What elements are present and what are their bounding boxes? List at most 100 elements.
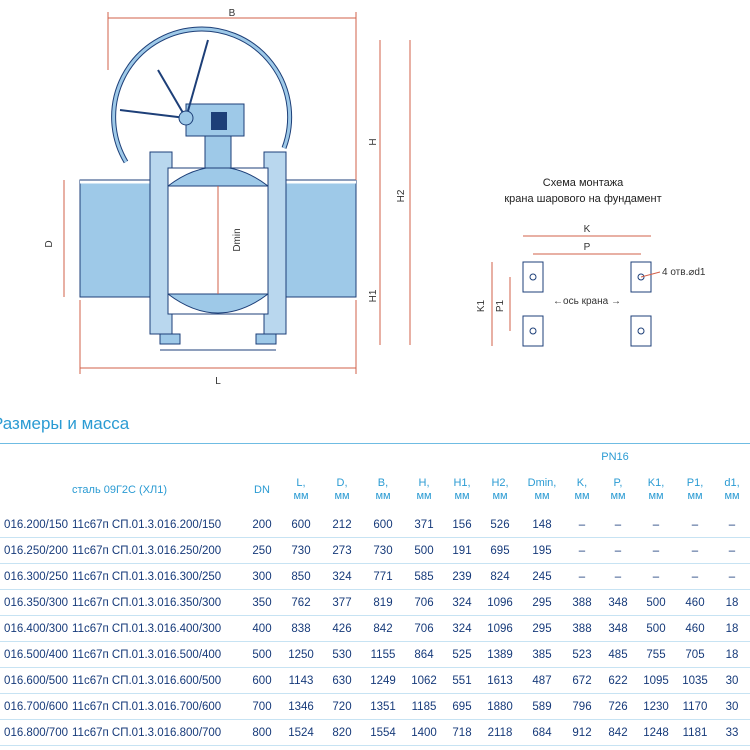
table-cell: 348 <box>600 589 636 616</box>
table-cell: 600 <box>244 667 280 694</box>
column-header: B,мм <box>362 468 404 512</box>
table-cell: 705 <box>676 641 714 668</box>
column-header-label: d1, <box>724 477 740 489</box>
table-cell: 1346 <box>280 693 322 720</box>
table-cell: 500 <box>636 615 676 642</box>
table-cell: 1351 <box>362 693 404 720</box>
column-header-label: H2, <box>491 477 509 489</box>
table-cell: 1524 <box>280 719 322 746</box>
table-cell: 820 <box>322 719 362 746</box>
table-cell: 500 <box>404 537 444 564</box>
table-cell: 500 <box>636 589 676 616</box>
table-cell: 348 <box>600 615 636 642</box>
table-cell: 526 <box>480 512 520 538</box>
table-cell: – <box>714 537 750 564</box>
section-title: Размеры и масса <box>0 414 130 433</box>
table-cell: 30 <box>714 693 750 720</box>
table-cell: 460 <box>676 615 714 642</box>
pn-group-header: PN16 <box>601 451 629 463</box>
table-cell: 530 <box>322 641 362 668</box>
schema-title-line1: Схема монтажа <box>543 177 624 189</box>
table-cell: 388 <box>564 589 600 616</box>
column-header-unit: мм <box>724 490 740 502</box>
row-code: 016.200/150 <box>0 512 72 538</box>
table-cell: – <box>564 537 600 564</box>
dim-label-b: B <box>229 8 236 19</box>
table-cell: 33 <box>714 719 750 746</box>
table-cell: 1155 <box>362 641 404 668</box>
table-cell: 1613 <box>480 667 520 694</box>
table-cell: 726 <box>600 693 636 720</box>
table-cell: – <box>600 563 636 590</box>
table-cell: 755 <box>636 641 676 668</box>
column-header-unit: мм <box>648 490 664 502</box>
table-cell: 250 <box>244 537 280 564</box>
schema-label-p1: P1 <box>495 299 506 312</box>
row-designation: 11с67п СП.01.3.016.700/600 <box>72 693 244 720</box>
column-header: P1,мм <box>676 468 714 512</box>
table-cell: 600 <box>362 512 404 538</box>
table-cell: 720 <box>322 693 362 720</box>
schema-label-k1: K1 <box>476 299 487 312</box>
section-divider <box>0 443 750 444</box>
column-header-unit: мм <box>454 490 470 502</box>
valve-drawing: B L D Dmin H H1 H2 Схема монтажа крана ш… <box>44 8 706 387</box>
row-designation: 11с67п СП.01.3.016.600/500 <box>72 667 244 694</box>
table-cell: 762 <box>280 589 322 616</box>
table-cell: 700 <box>244 693 280 720</box>
dimension-lines <box>63 12 411 374</box>
table-cell: 525 <box>444 641 480 668</box>
column-header: H2,мм <box>480 468 520 512</box>
table-cell: 1096 <box>480 589 520 616</box>
row-code: 016.300/250 <box>0 563 72 590</box>
table-cell: 800 <box>244 719 280 746</box>
column-header-unit: мм <box>416 490 432 502</box>
table-cell: 1185 <box>404 693 444 720</box>
row-code: 016.400/300 <box>0 615 72 642</box>
table-cell: 295 <box>520 615 564 642</box>
table-cell: 324 <box>444 615 480 642</box>
column-header: DN <box>244 468 280 512</box>
column-header-label: H, <box>418 477 430 489</box>
column-header-label: Dmin, <box>527 477 557 489</box>
table-cell: 239 <box>444 563 480 590</box>
table-cell: 295 <box>520 589 564 616</box>
table-cell: 377 <box>322 589 362 616</box>
column-header-label: P1, <box>686 477 704 489</box>
table-cell: 2118 <box>480 719 520 746</box>
row-designation: 11с67п СП.01.3.016.800/700 <box>72 719 244 746</box>
row-code: 016.250/200 <box>0 537 72 564</box>
schema-holes-note: 4 отв.⌀d1 <box>662 267 706 278</box>
table-cell: 388 <box>564 615 600 642</box>
column-header-label: DN <box>254 483 270 496</box>
table-cell: 819 <box>362 589 404 616</box>
column-header-unit: мм <box>492 490 508 502</box>
dim-label-h1: H1 <box>368 289 379 302</box>
table-cell: 842 <box>362 615 404 642</box>
column-header: Dmin,мм <box>520 468 564 512</box>
row-code: 016.500/400 <box>0 641 72 668</box>
table-cell: 273 <box>322 537 362 564</box>
row-code: 016.800/700 <box>0 719 72 746</box>
schema-label-p: P <box>584 242 591 253</box>
table-cell: 695 <box>444 693 480 720</box>
row-designation: 11с67п СП.01.3.016.500/400 <box>72 641 244 668</box>
table-cell: 695 <box>480 537 520 564</box>
row-designation: 11с67п СП.01.3.016.250/200 <box>72 537 244 564</box>
table-cell: 824 <box>480 563 520 590</box>
table-cell: 350 <box>244 589 280 616</box>
table-cell: 385 <box>520 641 564 668</box>
schema-label-k: K <box>584 224 591 235</box>
table-cell: – <box>636 512 676 538</box>
table-cell: 600 <box>280 512 322 538</box>
column-header: H1,мм <box>444 468 480 512</box>
table-cell: 18 <box>714 615 750 642</box>
table-cell: 400 <box>244 615 280 642</box>
table-cell: 838 <box>280 615 322 642</box>
column-header-unit: мм <box>375 490 391 502</box>
